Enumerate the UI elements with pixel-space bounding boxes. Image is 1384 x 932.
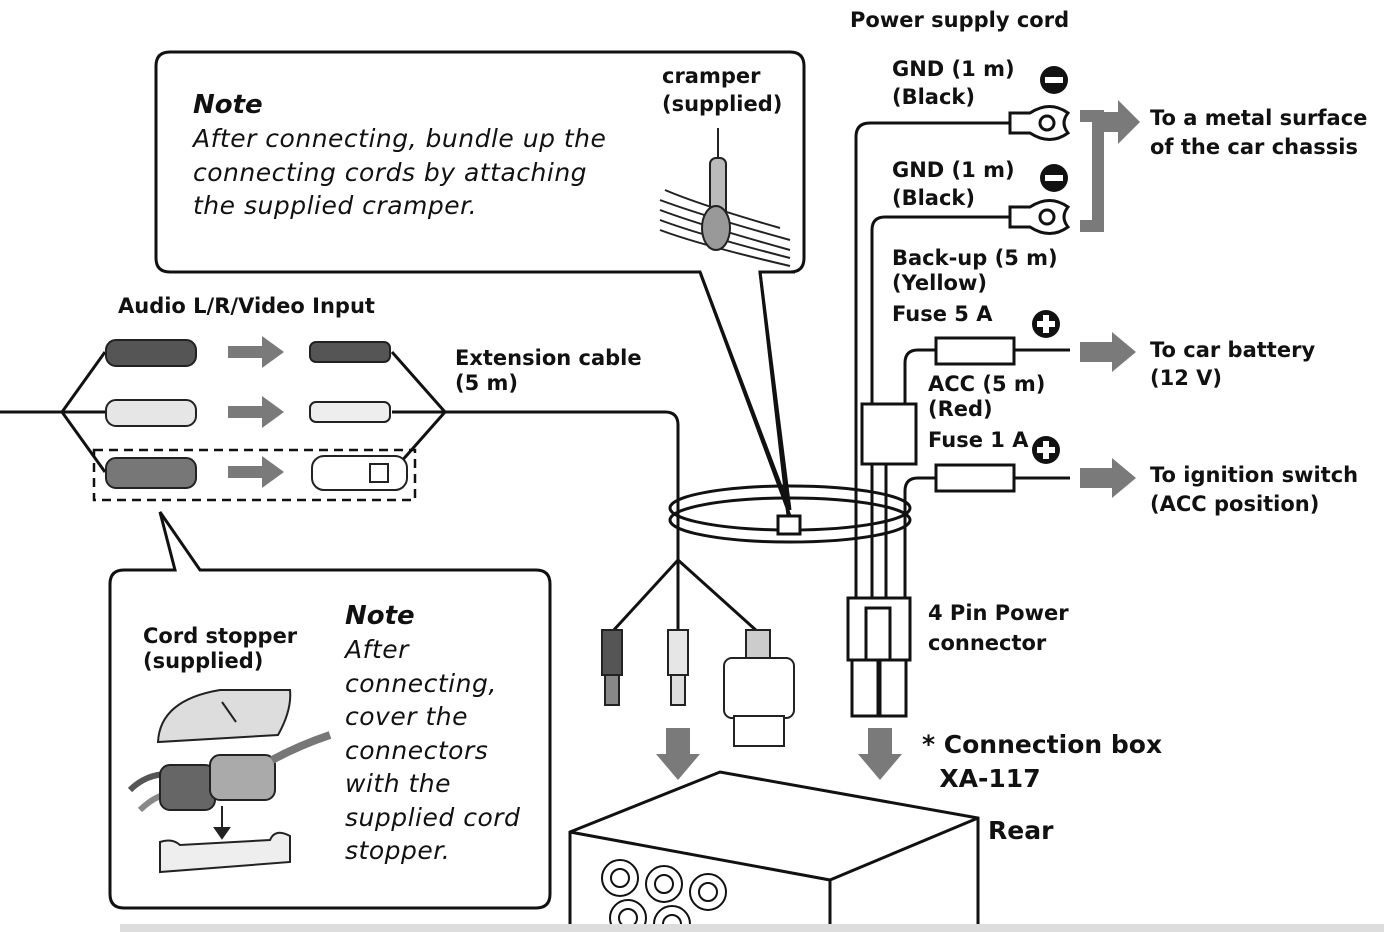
chassis-bracket bbox=[1080, 100, 1140, 232]
cramper-label: cramper (supplied) bbox=[662, 64, 783, 116]
left-bracket-lines bbox=[0, 351, 680, 560]
gnd1-label: GND (1 m) (Black) bbox=[892, 57, 1015, 109]
fuse-5a-holder bbox=[934, 336, 1016, 366]
arrow-ignition bbox=[1080, 458, 1136, 498]
fuse-1a-holder bbox=[934, 463, 1016, 493]
connection-box-label: * Connection box XA-117 bbox=[922, 730, 1163, 793]
gnd2-label: GND (1 m) (Black) bbox=[892, 158, 1015, 210]
video-dashed-frame bbox=[92, 448, 417, 502]
input-arrows bbox=[228, 336, 284, 488]
metal-surface-label: To a metal surface of the car chassis bbox=[1150, 106, 1368, 159]
note-callout-top bbox=[154, 50, 806, 511]
polarity-symbols bbox=[1032, 66, 1068, 464]
junction-box bbox=[860, 402, 918, 466]
cable-loop bbox=[668, 271, 912, 544]
four-pin-connector bbox=[846, 596, 912, 718]
ignition-label: To ignition switch (ACC position) bbox=[1150, 463, 1359, 516]
down-arrow-left bbox=[656, 728, 700, 780]
ring-terminals bbox=[1008, 105, 1071, 235]
note-top-body: After connecting, bundle up the connecti… bbox=[193, 124, 607, 220]
fuse1-label: Fuse 1 A bbox=[928, 428, 1029, 452]
note-callout-bottom bbox=[108, 511, 552, 910]
note-top-title: Note bbox=[193, 90, 263, 120]
power-supply-cord-label: Power supply cord bbox=[850, 8, 1070, 32]
cord-stopper-illustration bbox=[127, 689, 332, 874]
note-bottom-body: After connecting, cover the connectors w… bbox=[345, 635, 521, 865]
car-battery-label: To car battery (12 V) bbox=[1150, 338, 1316, 390]
output-plugs bbox=[601, 629, 795, 747]
input-plugs bbox=[105, 339, 408, 491]
output-fan bbox=[610, 558, 760, 634]
backup-label: Back-up (5 m) (Yellow) bbox=[892, 246, 1058, 295]
audio-input-label: Audio L/R/Video Input bbox=[118, 294, 375, 318]
extension-cable-label: Extension cable (5 m) bbox=[455, 346, 642, 395]
acc-label: ACC (5 m) (Red) bbox=[928, 372, 1046, 421]
four-pin-label: 4 Pin Power connector bbox=[928, 601, 1069, 655]
bottom-band bbox=[120, 924, 1384, 932]
arrow-car-battery bbox=[1080, 332, 1136, 372]
note-bottom-title: Note bbox=[345, 601, 415, 631]
cramper-illustration bbox=[659, 128, 791, 267]
down-arrow-right bbox=[858, 728, 902, 780]
power-wires bbox=[854, 121, 1070, 600]
rear-label: Rear bbox=[988, 816, 1054, 845]
cord-stopper-label: Cord stopper (supplied) bbox=[143, 624, 298, 673]
fuse5-label: Fuse 5 A bbox=[892, 302, 993, 326]
